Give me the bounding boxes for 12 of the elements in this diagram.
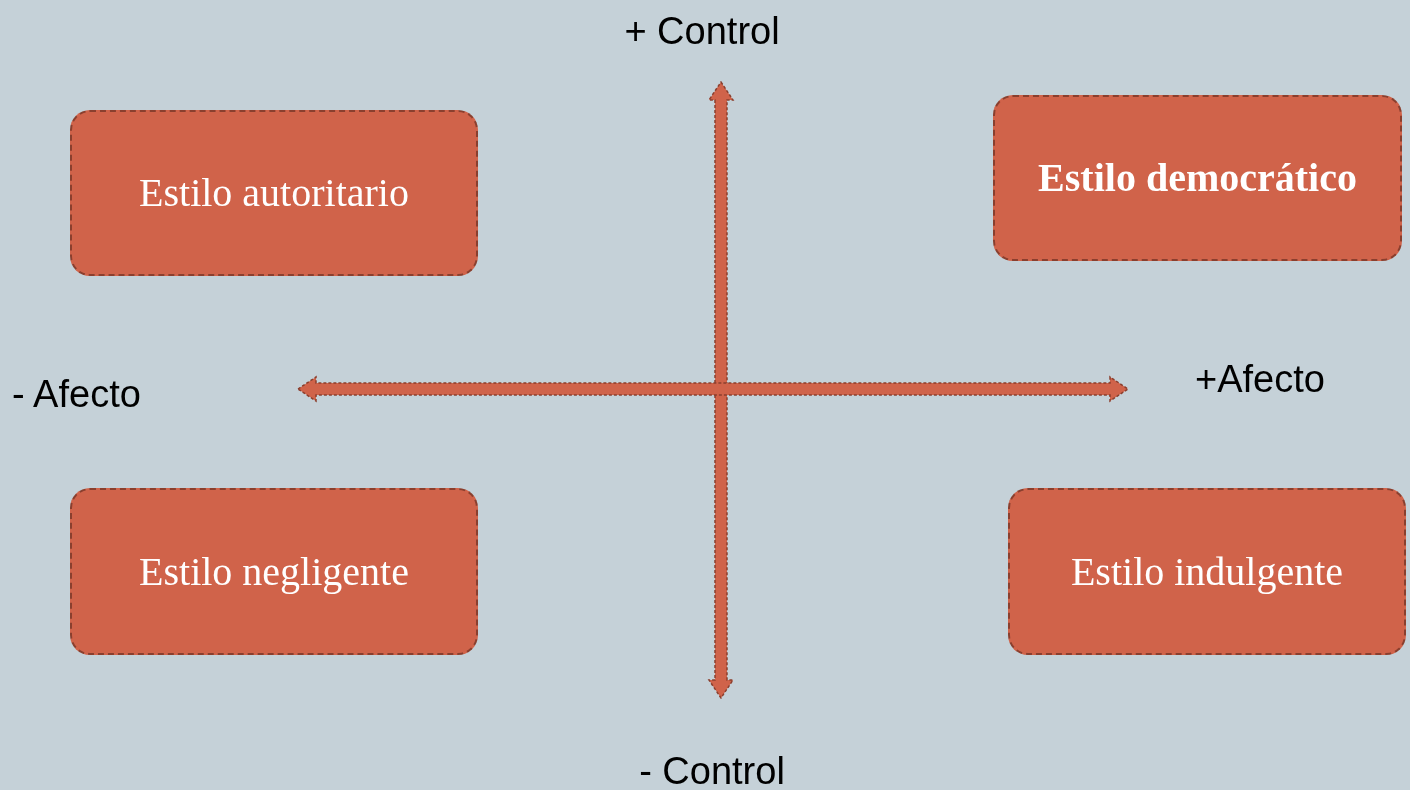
style-box	[1008, 488, 1406, 655]
style-label: Estilo autoritario	[139, 169, 409, 217]
style-label: Estilo negligente	[139, 547, 409, 596]
style-box	[70, 488, 478, 655]
axis-label: + Control	[624, 12, 780, 50]
axis-label: +Afecto	[1195, 360, 1325, 398]
style-label: Estilo indulgente	[1070, 547, 1344, 596]
axis-label: - Control	[639, 752, 785, 790]
style-box	[993, 95, 1402, 261]
style-label: Estilo democrático	[1038, 154, 1357, 202]
axis-label: - Afecto	[12, 375, 141, 413]
style-box	[70, 110, 478, 276]
